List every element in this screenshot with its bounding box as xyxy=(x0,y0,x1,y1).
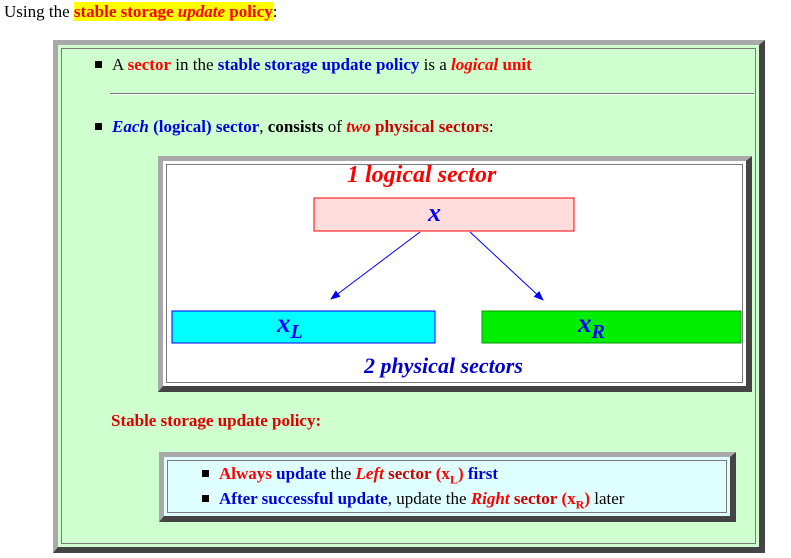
item2-update-the: , update the xyxy=(387,489,467,508)
bullet1-sector: sector xyxy=(127,55,172,74)
bullet1-a: A xyxy=(112,55,124,74)
item1-first: first xyxy=(467,464,499,483)
item2-open: (x xyxy=(561,489,576,508)
policy-heading: Stable storage update policy: xyxy=(111,411,322,430)
title-suffix: : xyxy=(272,2,278,21)
page-title: Using the stable storage update policy: xyxy=(4,2,277,22)
right-sector-sub: R xyxy=(591,321,605,343)
bullet2-each: Each xyxy=(112,117,149,136)
bullet1-logical: logical xyxy=(451,55,499,74)
policy-item-right-later: After successful update, update the Righ… xyxy=(202,489,624,512)
item1-open: (x xyxy=(435,464,450,483)
bullet-square-icon xyxy=(95,60,102,68)
policy-item-left-first: Always update the Left sector (xL) first xyxy=(202,464,498,487)
bullet2-consists: consists xyxy=(267,117,324,136)
right-sector-label: xR xyxy=(578,308,605,343)
arrow-to-left-sector xyxy=(330,231,421,300)
left-sector-label: xL xyxy=(277,308,303,343)
bullet1-unit: unit xyxy=(502,55,532,74)
arrow-to-right-sector xyxy=(469,231,544,301)
bullet2-of: of xyxy=(327,117,342,136)
physical-sectors-label: 2 physical sectors xyxy=(364,353,523,378)
bullet1-is-a: is a xyxy=(423,55,447,74)
bullet-two-sectors: Each (logical) sector, consists of two p… xyxy=(95,117,494,137)
item1-sector: sector xyxy=(388,464,432,483)
bullet2-physical-sectors: physical sectors xyxy=(375,117,489,136)
item1-the: the xyxy=(330,464,352,483)
item1-xl: (xL) xyxy=(435,464,464,487)
item1-update: update xyxy=(276,464,327,483)
item2-sector: sector xyxy=(513,489,558,508)
bullet2-logical-sector: (logical) sector xyxy=(153,117,260,136)
left-sector-sub: L xyxy=(290,321,303,343)
left-physical-sector-box xyxy=(171,310,436,344)
right-sector-x: x xyxy=(578,308,592,338)
item2-later: later xyxy=(594,489,625,508)
policy-box-inner xyxy=(167,460,727,513)
bullet-square-icon xyxy=(202,494,209,502)
logical-sector-x: x xyxy=(428,198,441,227)
title-hl-part2: update xyxy=(177,2,225,21)
bullet-square-icon xyxy=(202,469,209,477)
bullet2-colon: : xyxy=(488,117,494,136)
item1-left: Left xyxy=(355,464,384,483)
item2-close: ) xyxy=(584,489,591,508)
left-sector-x: x xyxy=(277,308,291,338)
bullet2-comma: , xyxy=(259,117,264,136)
title-hl-part1: stable storage xyxy=(73,2,174,21)
bullet-square-icon xyxy=(95,122,102,130)
logical-sector-label: 1 logical sector xyxy=(347,162,497,188)
item2-sub: R xyxy=(575,497,585,512)
bullet2-two: two xyxy=(346,117,371,136)
title-prefix: Using the xyxy=(4,2,70,21)
bullet1-in-the: in the xyxy=(175,55,214,74)
title-hl-part3: policy xyxy=(229,2,273,21)
item2-right: Right xyxy=(470,489,510,508)
divider xyxy=(110,93,754,95)
item1-close: ) xyxy=(457,464,464,483)
right-physical-sector-box xyxy=(481,310,742,344)
item1-sub: L xyxy=(449,472,458,487)
item2-after: After successful update xyxy=(219,489,388,508)
item2-xr: (xR) xyxy=(561,489,591,512)
item1-always: Always xyxy=(219,464,272,483)
bullet1-policy: stable storage update policy xyxy=(217,55,420,74)
logical-sector-box xyxy=(313,197,575,232)
title-highlight: stable storage update policy xyxy=(73,2,273,21)
policy-box xyxy=(159,452,736,522)
bullet-logical-unit: A sector in the stable storage update po… xyxy=(95,55,532,75)
